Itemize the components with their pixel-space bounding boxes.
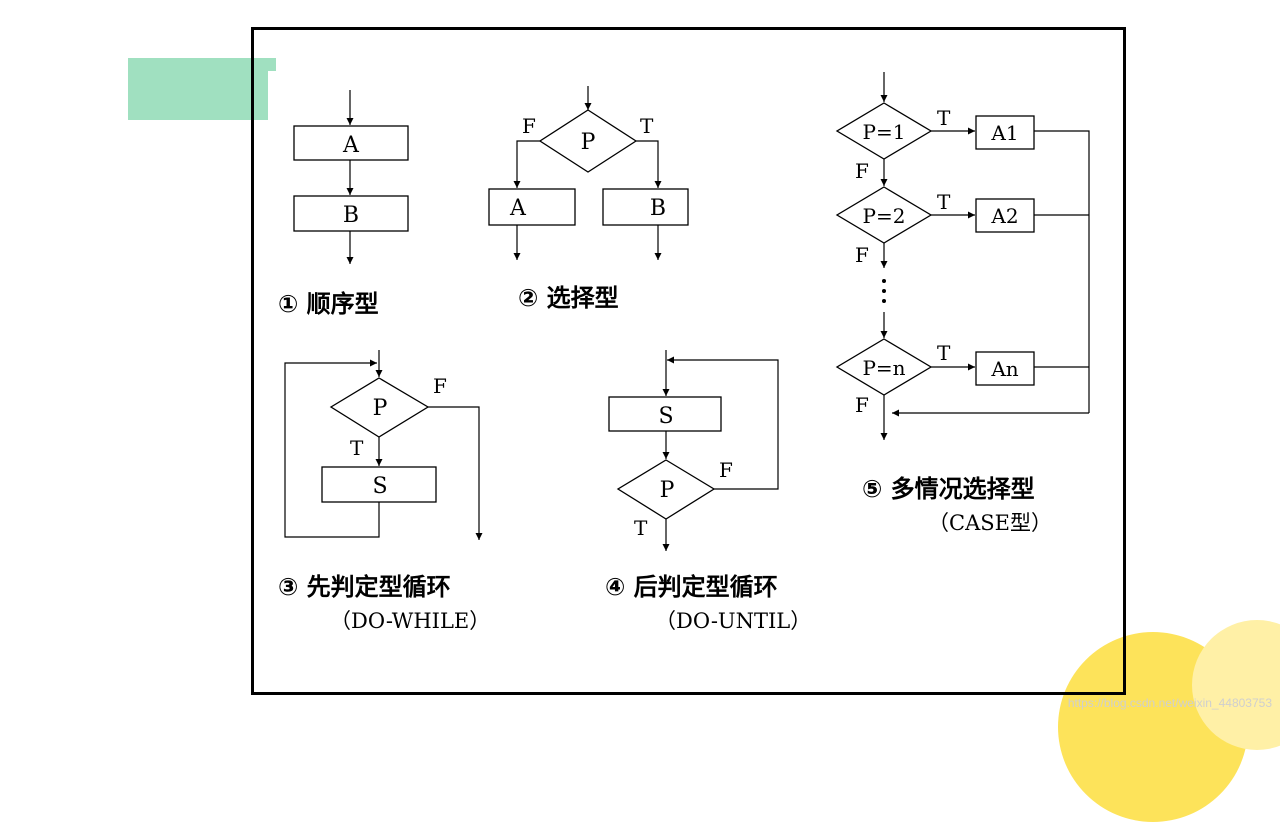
loop-back-arrow [667, 356, 779, 490]
diagram-frame [251, 27, 1126, 695]
true-label-2: T [937, 190, 951, 214]
action-box-n [975, 351, 1035, 386]
process-box-s [608, 396, 722, 432]
true-label: T [640, 114, 654, 138]
condition-label: P [581, 130, 596, 155]
caption-do-until: ④ 后判定型循环 [605, 573, 778, 601]
true-branch-arrow [636, 140, 662, 188]
false-label: F [719, 458, 733, 482]
true-label: T [350, 436, 364, 460]
process-label-s: S [658, 404, 673, 429]
do-until-diagram: S P F T ④ 后判定型循环 （DO-UNTIL） [605, 350, 811, 633]
action-label-1: A1 [990, 121, 1018, 145]
case-diagram: P=1 T A1 F P=2 T A2 F P=n T An F [835, 72, 1090, 535]
subcaption-case: （CASE型） [928, 511, 1052, 535]
false-label-n: F [855, 393, 869, 417]
false-label-1: F [855, 159, 869, 183]
process-label-a: A [509, 196, 527, 221]
process-box-a [293, 125, 409, 161]
action-label-2: A2 [990, 204, 1018, 228]
do-while-diagram: P F T S ③ 先判定型循环 （DO-WHILE） [278, 350, 490, 633]
process-label-a: A [342, 133, 360, 158]
watermark-text: https://blog.csdn.net/weixin_44803753 [1067, 696, 1272, 710]
condition-label: P [660, 478, 675, 503]
condition-label-1: P=1 [863, 120, 906, 144]
process-box-a [488, 188, 576, 226]
action-box-2 [975, 198, 1035, 233]
process-label-s: S [372, 474, 387, 499]
condition-label-n: P=n [862, 356, 905, 380]
process-label-b: B [343, 203, 359, 228]
condition-diamond [538, 109, 638, 173]
false-branch-arrow [513, 140, 540, 188]
caption-selection: ② 选择型 [518, 284, 619, 312]
condition-label-2: P=2 [863, 204, 906, 228]
caption-do-while: ③ 先判定型循环 [278, 573, 451, 601]
loop-back-arrow [284, 359, 380, 538]
decorative-green-block [128, 58, 276, 120]
action-box-1 [975, 115, 1035, 150]
process-box-b [293, 195, 409, 232]
selection-diagram: P F T A B ② 选择型 [488, 86, 689, 312]
process-box-s [321, 466, 437, 503]
false-label-2: F [855, 243, 869, 267]
true-label: T [634, 516, 648, 540]
condition-label: P [373, 396, 388, 421]
exit-arrow [428, 406, 483, 540]
merge-line [1034, 130, 1090, 413]
true-label-1: T [937, 106, 951, 130]
false-label: F [522, 114, 536, 138]
process-box-b [602, 188, 689, 226]
subcaption-do-until: （DO-UNTIL） [655, 609, 811, 633]
sequence-diagram: A B ① 顺序型 [278, 90, 409, 318]
caption-sequential: ① 顺序型 [278, 290, 379, 318]
true-label-n: T [937, 341, 951, 365]
false-label: F [433, 374, 447, 398]
flowchart-diagrams: A B ① 顺序型 P F T A B ② 选择型 P F T S ③ 先判定型… [278, 72, 1090, 633]
process-label-b: B [650, 196, 666, 221]
subcaption-do-while: （DO-WHILE） [330, 609, 490, 633]
ellipsis-dots [882, 279, 886, 303]
action-label-n: An [990, 357, 1018, 381]
caption-case: ⑤ 多情况选择型 [862, 475, 1035, 503]
